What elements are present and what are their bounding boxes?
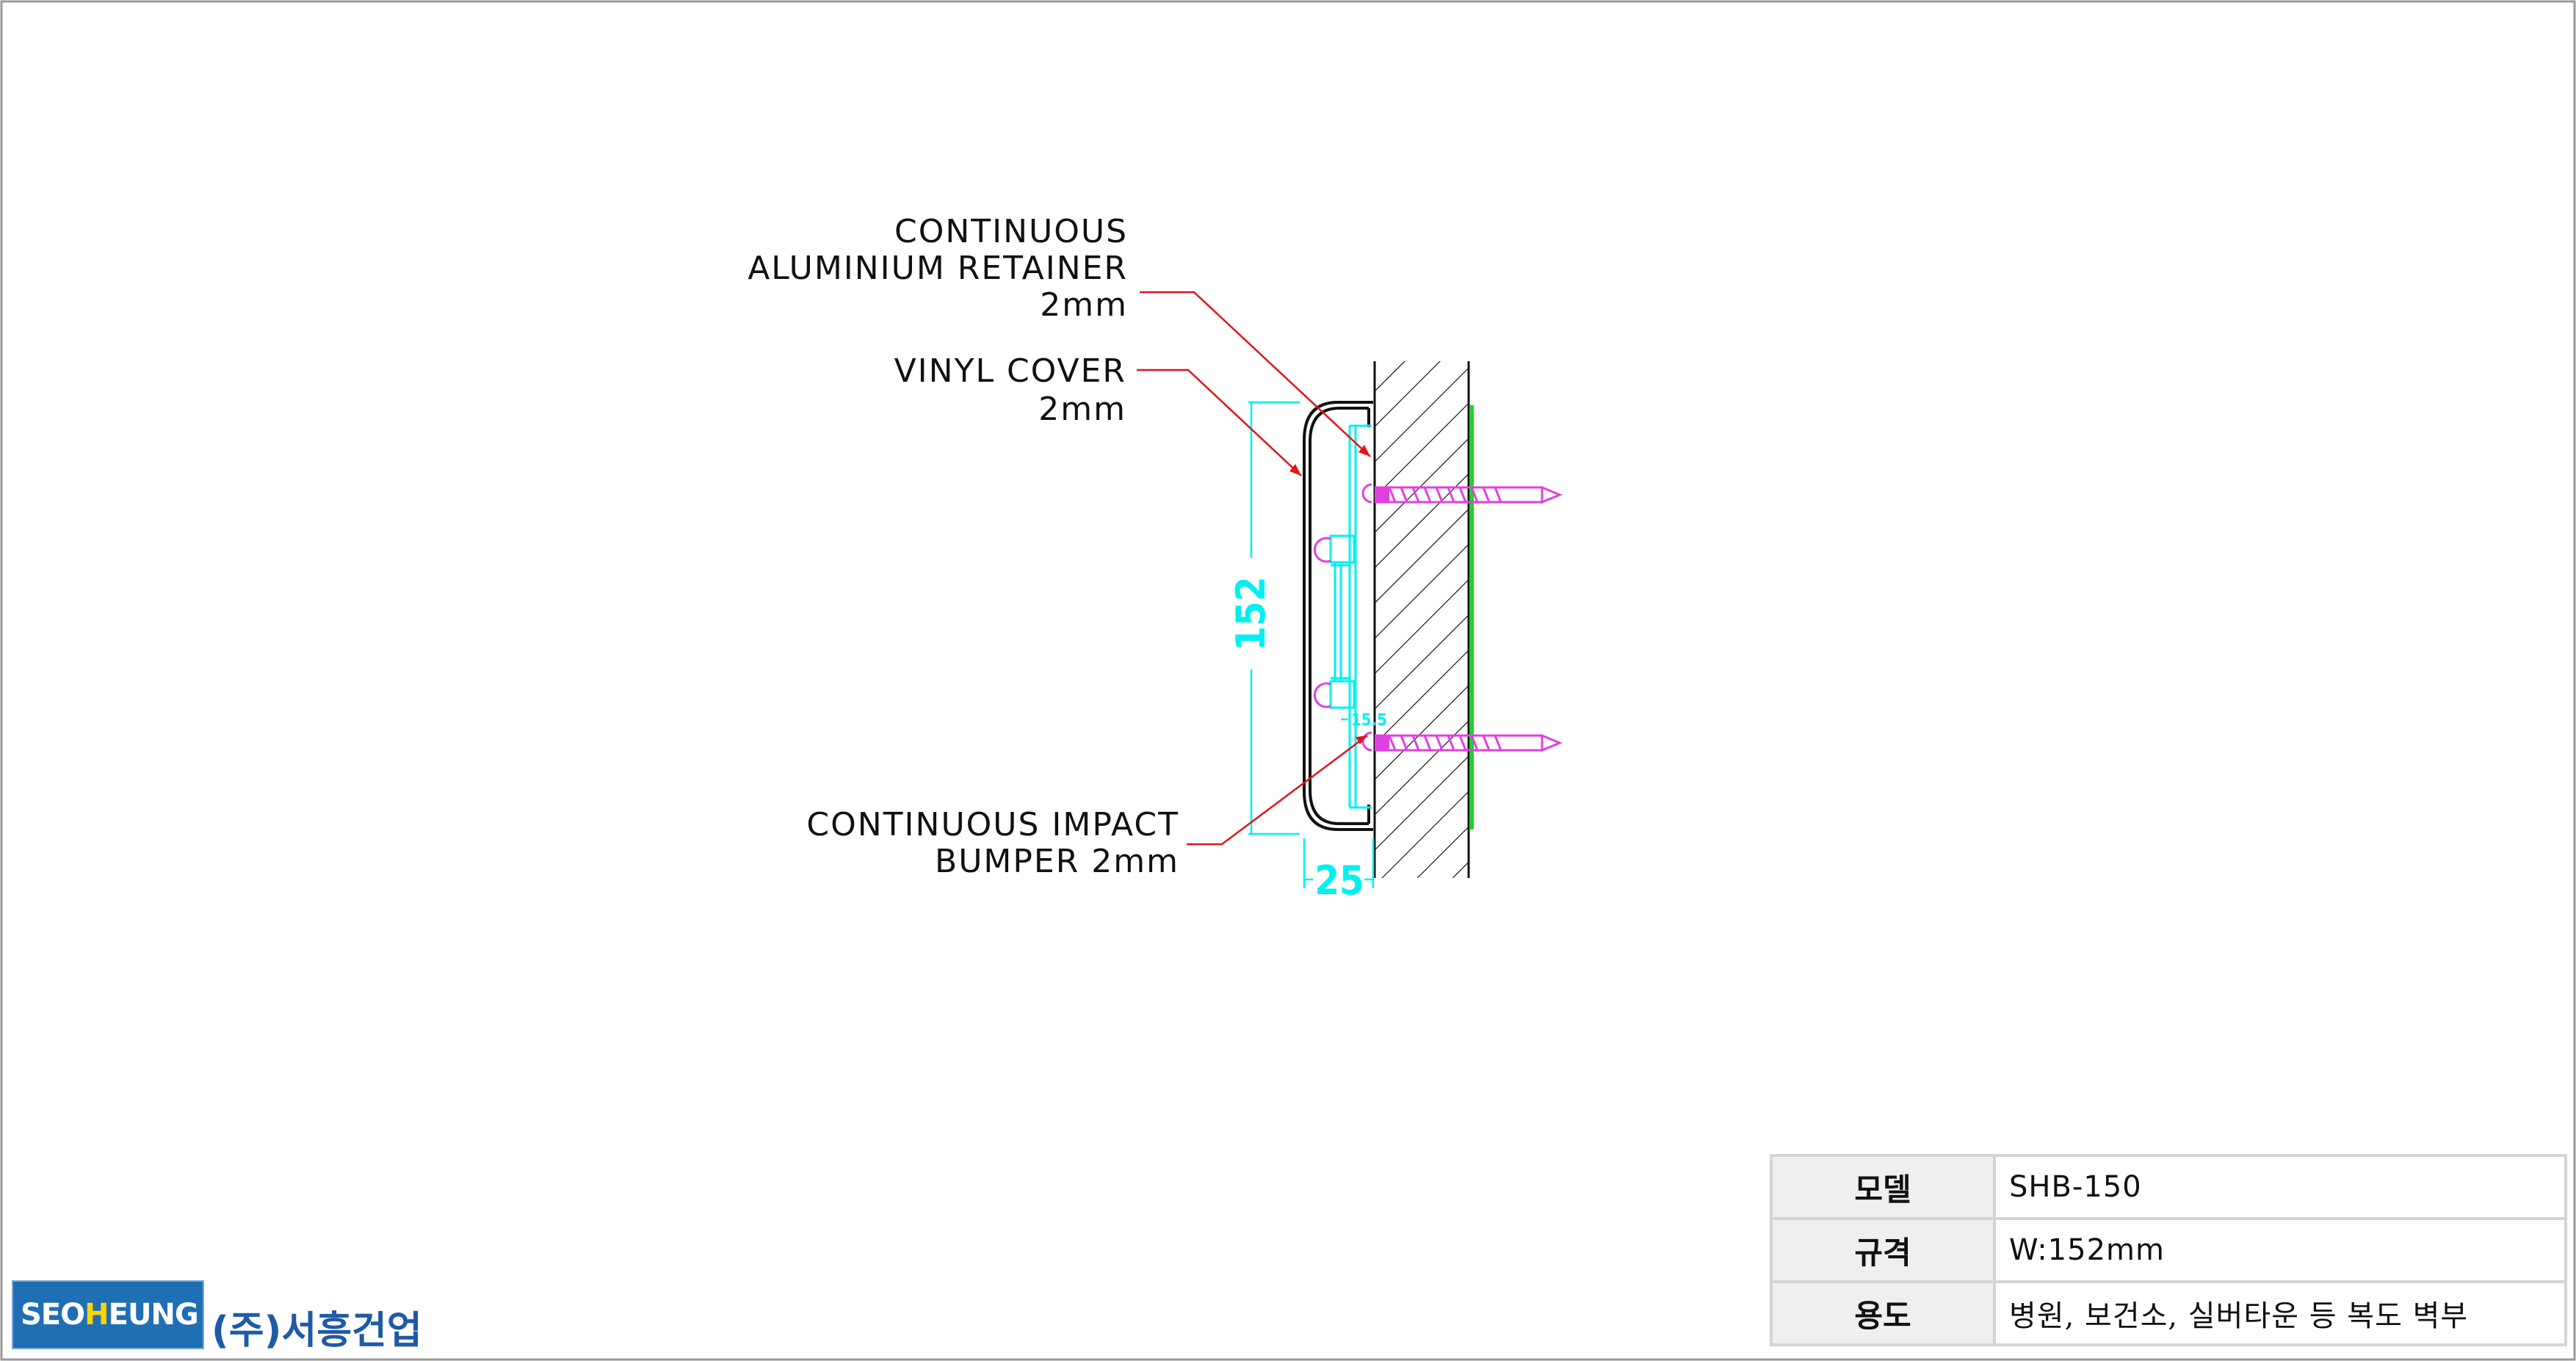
screw-upper <box>1375 485 1563 504</box>
spec-key-size: 규격 <box>1770 1217 1996 1283</box>
label-bumper-line1: CONTINUOUS IMPACT <box>806 806 1179 843</box>
label-retainer-line2: ALUMINIUM RETAINER <box>748 250 1128 287</box>
spec-row-size: 규격 W:152mm <box>1770 1217 2567 1283</box>
spec-row-model: 모델 SHB-150 <box>1770 1154 2567 1220</box>
spec-key-usage: 용도 <box>1770 1280 1996 1346</box>
logo-brand-suffix: EUNG <box>108 1298 199 1332</box>
leader-lines <box>1137 291 1371 846</box>
spec-row-usage: 용도 병원, 보건소, 실버타운 등 복도 벽부 <box>1770 1280 2567 1346</box>
spec-value-usage: 병원, 보건소, 실버타운 등 복도 벽부 <box>1993 1280 2567 1346</box>
logo-brand-prefix: SEO <box>21 1298 85 1332</box>
company-logo: SEOHEUNG <box>12 1280 204 1349</box>
spec-value-size: W:152mm <box>1993 1217 2567 1283</box>
spec-value-model: SHB-150 <box>1993 1154 2567 1220</box>
vinyl-cover-profile <box>1303 401 1373 831</box>
aluminium-retainer <box>1329 424 1372 809</box>
company-name-korean: (주)서흥건업 <box>211 1309 422 1353</box>
leader-arrowheads <box>1289 445 1370 744</box>
company-logo-text: SEOHEUNG <box>21 1298 199 1332</box>
dimension-offset: 15.5 <box>1351 711 1387 730</box>
label-bumper-line2: BUMPER 2mm <box>935 843 1179 880</box>
dimension-height: 152 <box>1228 576 1274 650</box>
retainer-clips <box>1314 483 1372 752</box>
label-vinyl-line1: VINYL COVER <box>894 352 1126 390</box>
spec-table: 모델 SHB-150 규격 W:152mm 용도 병원, 보건소, 실버타운 등… <box>1770 1154 2567 1346</box>
label-vinyl-line2: 2mm <box>1038 391 1126 428</box>
wall-section <box>1373 361 1470 878</box>
logo-brand-highlight: H <box>84 1298 109 1332</box>
label-retainer-line3: 2mm <box>1040 286 1128 324</box>
screw-lower <box>1375 733 1563 752</box>
spec-key-model: 모델 <box>1770 1154 1996 1220</box>
dimension-depth: 25 <box>1314 857 1364 904</box>
label-retainer-line1: CONTINUOUS <box>894 213 1128 250</box>
